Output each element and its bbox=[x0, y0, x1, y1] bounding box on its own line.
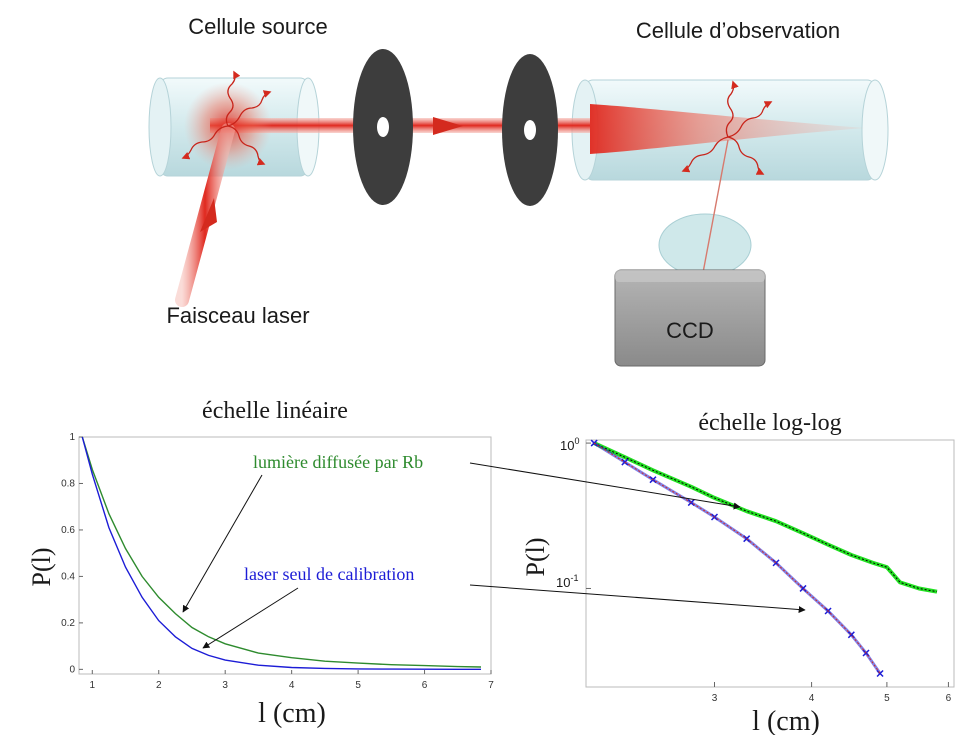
linear-xtick-label: 1 bbox=[90, 680, 96, 691]
linear-annotation-laser: laser seul de calibration bbox=[244, 564, 414, 584]
aperture-disk-2 bbox=[502, 54, 558, 206]
ccd-camera bbox=[614, 269, 766, 367]
linear-annotation-rb: lumière diffusée par Rb bbox=[253, 452, 423, 472]
loglog-ytick-top: 100 bbox=[560, 436, 579, 453]
linear-xtick-label: 6 bbox=[422, 680, 428, 691]
source-cell-label: Cellule source bbox=[188, 14, 327, 39]
linear-plot-series bbox=[81, 436, 482, 670]
linear-series-line-rb bbox=[81, 436, 482, 668]
loglog-xtick-label: 4 bbox=[809, 693, 815, 704]
loglog-ytick-mid: 10-1 bbox=[556, 573, 578, 590]
observation-ray bbox=[701, 139, 729, 279]
loglog-arrow-rb bbox=[469, 462, 741, 510]
loglog-plot-xlabel: l (cm) bbox=[752, 706, 820, 735]
incoming-laser-beam bbox=[175, 123, 235, 307]
linear-ytick-label: 0.4 bbox=[61, 571, 75, 582]
incoming-beam-arrow bbox=[200, 198, 217, 232]
loglog-xtick-label: 3 bbox=[712, 693, 718, 704]
linear-ytick-label: 0.8 bbox=[61, 478, 75, 489]
loglog-arrow-laser bbox=[469, 584, 806, 614]
linear-xtick-label: 4 bbox=[289, 680, 295, 691]
observation-diffusion-cone bbox=[590, 104, 865, 154]
linear-series-line-laser bbox=[81, 436, 481, 670]
imaging-lens bbox=[658, 213, 752, 277]
linear-plot-xlabel: l (cm) bbox=[258, 698, 326, 729]
loglog-xtick-label: 5 bbox=[884, 693, 890, 704]
loglog-series-rb bbox=[593, 441, 938, 594]
loglog-xtick-label: 6 bbox=[946, 693, 952, 704]
laser-label: Faisceau laser bbox=[166, 303, 309, 328]
linear-xtick-label: 2 bbox=[156, 680, 162, 691]
ccd-label: CCD bbox=[666, 318, 714, 343]
observation-scattered-photons bbox=[681, 80, 773, 175]
linear-xtick-label: 5 bbox=[355, 680, 361, 691]
linear-arrow-rb bbox=[182, 474, 263, 613]
linear-xtick-label: 7 bbox=[488, 680, 494, 691]
loglog-series-laser bbox=[593, 441, 882, 675]
linear-ytick-label: 0 bbox=[69, 664, 75, 675]
loglog-plot-frame bbox=[585, 439, 955, 688]
linear-plot-ylabel: P(l) bbox=[27, 548, 56, 587]
linear-xtick-label: 3 bbox=[222, 680, 228, 691]
loglog-plot-ylabel: P(l) bbox=[521, 538, 550, 577]
linear-ytick-label: 1 bbox=[69, 432, 75, 443]
source-scattered-photons bbox=[181, 70, 272, 166]
loglog-plot-series bbox=[590, 439, 938, 678]
linear-plot-frame bbox=[78, 436, 492, 675]
aperture-disk-1 bbox=[353, 49, 413, 205]
loglog-plot-title: échelle log-log bbox=[698, 410, 841, 436]
observation-cell-label: Cellule d’observation bbox=[636, 18, 840, 43]
beam-direction-arrow bbox=[433, 117, 463, 135]
linear-plot-title: échelle linéaire bbox=[202, 398, 348, 424]
linear-plot-ticks: 1 2 3 4 5 6 7 0 0.2 0.4 0.6 0.8 1 bbox=[61, 432, 494, 691]
loglog-plot-ticks: 3 4 5 6 bbox=[586, 442, 952, 704]
linear-arrow-laser bbox=[202, 587, 299, 649]
linear-ytick-label: 0.6 bbox=[61, 525, 75, 536]
linear-ytick-label: 0.2 bbox=[61, 618, 75, 629]
